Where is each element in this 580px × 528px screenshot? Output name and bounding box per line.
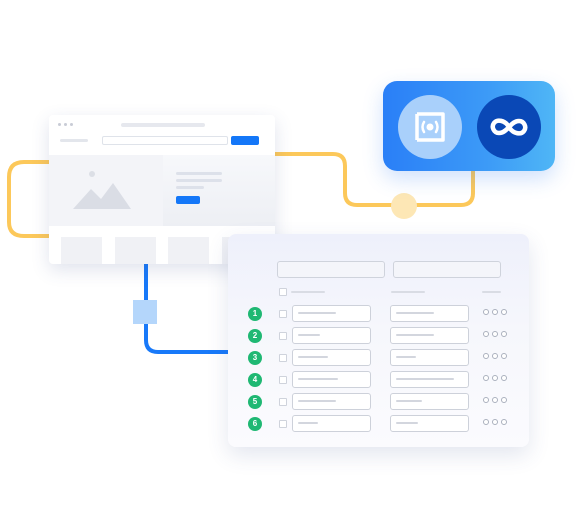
select-all-checkbox[interactable] — [279, 288, 287, 296]
site-logo-placeholder — [60, 139, 88, 142]
row-checkbox[interactable] — [279, 354, 287, 362]
table-row[interactable]: 1 — [248, 305, 508, 322]
row-checkbox[interactable] — [279, 332, 287, 340]
three-circles-menu-icon[interactable] — [483, 419, 507, 425]
website-mockup-content — [49, 115, 275, 264]
infinity-icon-circle[interactable] — [477, 95, 541, 159]
window-dots — [58, 123, 73, 126]
blue-connector — [144, 262, 232, 354]
row-field[interactable] — [390, 305, 469, 322]
broadcast-camera-icon — [415, 112, 445, 142]
filter-input[interactable] — [393, 261, 501, 278]
filter-input[interactable] — [277, 261, 385, 278]
column-header — [291, 291, 325, 293]
content-card — [115, 237, 156, 264]
row-number-badge: 2 — [248, 329, 262, 343]
hero-image-panel — [49, 155, 163, 226]
row-field[interactable] — [390, 327, 469, 344]
image-placeholder-icon — [73, 183, 131, 209]
row-number-badge: 1 — [248, 307, 262, 321]
search-button-placeholder[interactable] — [231, 136, 259, 145]
row-checkbox[interactable] — [279, 398, 287, 406]
three-circles-menu-icon[interactable] — [483, 375, 507, 381]
yellow-connector-right — [272, 152, 475, 207]
hero-cta-button[interactable] — [176, 196, 200, 204]
search-input-placeholder[interactable] — [102, 136, 228, 145]
table-row[interactable]: 4 — [248, 371, 508, 388]
table-row[interactable]: 3 — [248, 349, 508, 366]
three-circles-menu-icon[interactable] — [483, 397, 507, 403]
row-checkbox[interactable] — [279, 310, 287, 318]
image-sun-shape — [89, 171, 95, 177]
window-title-bar — [121, 123, 205, 127]
row-checkbox[interactable] — [279, 376, 287, 384]
table-row[interactable]: 5 — [248, 393, 508, 410]
blue-node — [133, 300, 157, 324]
row-field[interactable] — [292, 393, 371, 410]
hero-text-line — [176, 172, 222, 175]
row-number-badge: 3 — [248, 351, 262, 365]
row-field[interactable] — [292, 327, 371, 344]
column-header — [391, 291, 425, 293]
table-row[interactable]: 6 — [248, 415, 508, 432]
row-field[interactable] — [390, 349, 469, 366]
row-number-badge: 5 — [248, 395, 262, 409]
row-number-badge: 6 — [248, 417, 262, 431]
row-field[interactable] — [390, 415, 469, 432]
row-field[interactable] — [292, 371, 371, 388]
three-circles-menu-icon[interactable] — [483, 353, 507, 359]
three-circles-menu-icon[interactable] — [483, 331, 507, 337]
hero-text-line — [176, 186, 204, 189]
broadcast-camera-icon-circle[interactable] — [398, 95, 462, 159]
three-circles-menu-icon[interactable] — [483, 309, 507, 315]
yellow-connector-left — [7, 160, 52, 238]
content-card — [61, 237, 102, 264]
hero-text-line — [176, 179, 222, 182]
table-row[interactable]: 2 — [248, 327, 508, 344]
yellow-node — [391, 193, 417, 219]
row-field[interactable] — [292, 415, 371, 432]
row-field[interactable] — [390, 371, 469, 388]
row-field[interactable] — [390, 393, 469, 410]
column-header — [482, 291, 501, 293]
content-card — [168, 237, 209, 264]
row-field[interactable] — [292, 305, 371, 322]
infinity-icon — [490, 118, 528, 136]
row-number-badge: 4 — [248, 373, 262, 387]
row-checkbox[interactable] — [279, 420, 287, 428]
row-field[interactable] — [292, 349, 371, 366]
